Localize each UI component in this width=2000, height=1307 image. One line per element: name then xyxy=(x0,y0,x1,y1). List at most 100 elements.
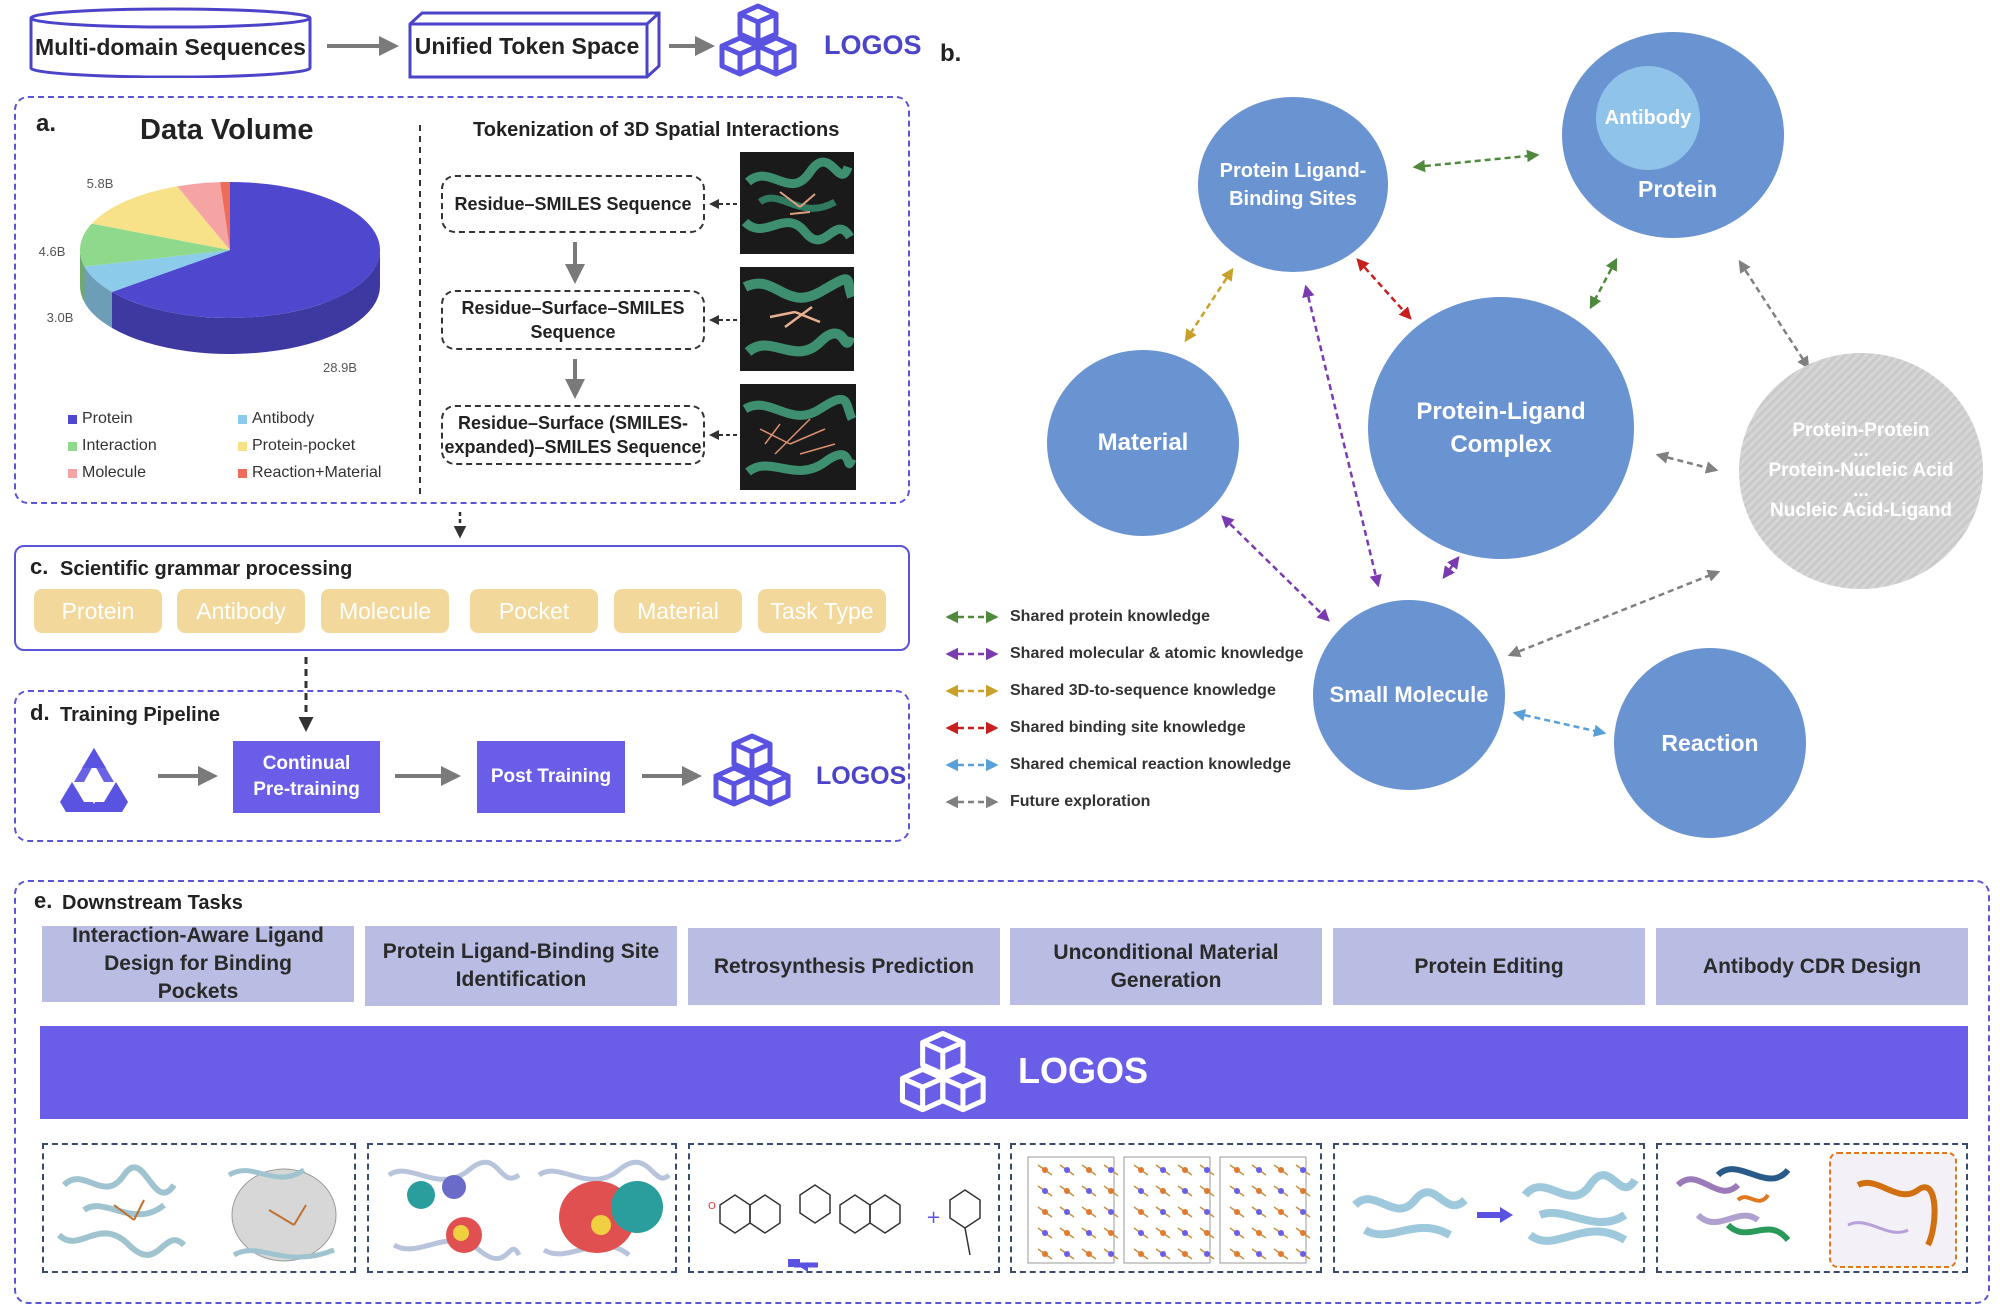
network-legend-item: Shared protein knowledge xyxy=(944,598,1324,635)
ligand-pocket-image xyxy=(56,1164,337,1262)
network-legend-label: Shared molecular & atomic knowledge xyxy=(1010,644,1304,662)
box-3d-icon xyxy=(408,11,661,79)
network-legend-label: Shared protein knowledge xyxy=(1010,607,1211,625)
post-training-box: Post Training xyxy=(477,741,625,813)
future-line: Nucleic Acid-Ligand xyxy=(1770,500,1952,521)
image-protein-editing xyxy=(1333,1143,1645,1273)
flow-db-shape xyxy=(28,6,313,79)
step-arrow-1 xyxy=(565,242,585,284)
node-binding-sites: Protein Ligand-Binding Sites xyxy=(1198,97,1388,272)
image-retrosynthesis: O + xyxy=(688,1143,1000,1273)
legend-label: Molecule xyxy=(82,464,147,481)
data-volume-title: Data Volume xyxy=(140,114,314,146)
thumb-arrow-1 xyxy=(709,199,737,209)
panel-a-divider xyxy=(419,125,421,495)
protein-expanded-image xyxy=(740,384,856,490)
network-legend-item: Shared binding site knowledge xyxy=(944,709,1324,746)
knowledge-edge xyxy=(1589,257,1618,310)
chip-molecule: Molecule xyxy=(321,589,449,633)
network-legend-item: Shared 3D-to-sequence knowledge xyxy=(944,672,1324,709)
knowledge-edge xyxy=(1507,569,1721,658)
image-binding-site xyxy=(367,1143,677,1273)
legend-swatch xyxy=(238,468,247,478)
panel-c-title: Scientific grammar processing xyxy=(60,558,353,580)
node-small-molecule: Small Molecule xyxy=(1313,600,1505,790)
panel-c-to-d-arrow xyxy=(298,657,314,732)
node-small-molecule-label: Small Molecule xyxy=(1329,682,1489,707)
legend-swatch xyxy=(238,441,247,451)
node-protein-label: Protein xyxy=(1638,176,1718,202)
panel-e-letter: e. xyxy=(34,888,53,913)
future-line: Protein-Nucleic Acid xyxy=(1768,460,1954,481)
task-protein-editing: Protein Editing xyxy=(1333,928,1645,1005)
logos-cube-icon xyxy=(718,2,800,80)
flow-box-multidomain: Multi-domain Sequences xyxy=(35,33,306,60)
flow-box-unified-shape xyxy=(407,10,663,80)
pie-data-label: 3.0B xyxy=(47,310,74,325)
node-complex: Protein-Ligand Complex xyxy=(1368,297,1634,559)
logos-cube-icon-2 xyxy=(712,732,794,810)
legend-label: Antibody xyxy=(252,410,315,427)
node-binding-sites-label: Protein Ligand-Binding Sites xyxy=(1219,159,1367,210)
pie-side-protein xyxy=(112,250,380,354)
pie-data-label: 5.8B xyxy=(87,176,114,191)
logos-banner: LOGOS xyxy=(40,1026,1968,1119)
step-arrow-2 xyxy=(565,359,585,399)
pie-data-label: 4.6B xyxy=(39,244,66,259)
network-legend-item: Shared molecular & atomic knowledge xyxy=(944,635,1324,672)
structure-thumbnail-3 xyxy=(740,384,856,490)
panel-c-letter: c. xyxy=(30,554,49,579)
network-legend-label: Future exploration xyxy=(1010,792,1151,810)
node-future: Protein-Protein...Protein-Nucleic Acid..… xyxy=(1739,353,1983,589)
network-legend-label: Shared 3D-to-sequence knowledge xyxy=(1010,681,1276,699)
knowledge-edge xyxy=(1412,149,1540,173)
task-ligand-design: Interaction-Aware Ligand Design for Bind… xyxy=(42,924,354,1003)
continual-pretraining-box: Continual Pre-training xyxy=(233,741,380,813)
task-material-generation: Unconditional Material Generation xyxy=(1010,928,1322,1005)
node-protein: Antibody Protein xyxy=(1562,32,1784,238)
knowledge-edge xyxy=(1442,555,1460,580)
legend-arrow-icon xyxy=(945,721,999,734)
task-cdr-design: Antibody CDR Design xyxy=(1656,928,1968,1005)
retrosynthesis-image: O + xyxy=(708,1184,981,1271)
svg-text:+: + xyxy=(926,1207,941,1228)
flow-box-unified: Unified Token Space xyxy=(414,32,640,59)
logos-banner-cube-icon xyxy=(899,1030,986,1113)
legend-label: Protein xyxy=(82,410,133,427)
future-line: ... xyxy=(1853,480,1869,501)
knowledge-edge xyxy=(1512,709,1607,737)
protein-structure-image xyxy=(740,152,854,254)
knowledge-edge xyxy=(1302,284,1382,588)
flow-arrow-1 xyxy=(327,36,399,56)
future-line: Protein-Protein xyxy=(1792,420,1930,441)
pie-chart: 28.9B3.0B4.6B5.8B2.1B0.47B xyxy=(39,176,380,375)
chip-antibody: Antibody xyxy=(177,589,305,633)
chip-protein: Protein xyxy=(34,589,162,633)
image-material xyxy=(1010,1143,1322,1273)
knowledge-edge xyxy=(1184,267,1234,343)
panel-a-letter: a. xyxy=(36,110,57,137)
structure-thumbnail-1 xyxy=(740,152,854,254)
legend-arrow-icon xyxy=(945,610,999,623)
legend-label: Protein-pocket xyxy=(252,437,356,454)
pie-legend-item: Protein-pocket xyxy=(238,437,418,455)
material-lattice-image xyxy=(1027,1156,1311,1264)
knowledge-edge xyxy=(1356,258,1412,320)
node-complex-label: Protein-Ligand Complex xyxy=(1416,398,1586,458)
chip-pocket: Pocket xyxy=(470,589,598,633)
thumb-arrow-3 xyxy=(709,430,737,440)
structure-thumbnail-2 xyxy=(740,267,854,371)
step-residue-surface-expanded: Residue–Surface (SMILES-expanded)–SMILES… xyxy=(441,405,705,465)
node-material: Material xyxy=(1047,350,1239,536)
legend-swatch xyxy=(68,414,77,424)
legend-label: Reaction+Material xyxy=(252,464,382,481)
chip-material: Material xyxy=(614,589,742,633)
network-legend-item: Shared chemical reaction knowledge xyxy=(944,746,1324,783)
node-reaction: Reaction xyxy=(1614,648,1806,838)
legend-arrow-icon xyxy=(945,758,999,771)
pie-legend-item: Reaction+Material xyxy=(238,464,418,482)
flow-logo-text: LOGOS xyxy=(824,30,922,60)
node-material-label: Material xyxy=(1097,429,1189,456)
